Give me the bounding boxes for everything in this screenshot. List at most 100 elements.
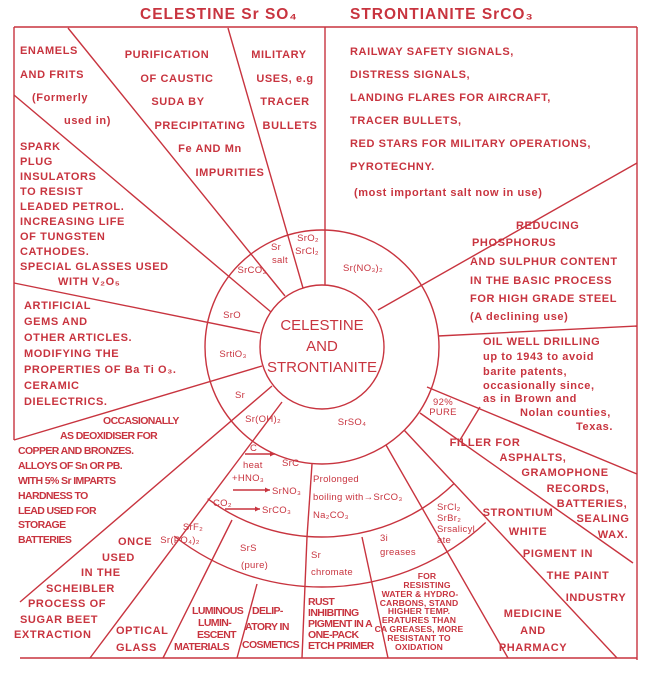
- sectors-strontium-white-line: STRONTIUM: [483, 507, 554, 519]
- divider-line: [419, 412, 634, 564]
- sectors-filler-line: FILLER FOR: [450, 437, 521, 449]
- divider-line: [236, 583, 258, 659]
- sectors-once-line: PROCESS OF: [28, 598, 106, 610]
- sectors-resisting-line: RESISTING: [403, 580, 450, 590]
- sectors-reactions-line: heat: [243, 460, 263, 471]
- sectors-spark-line: SPECIAL GLASSES USED: [20, 261, 169, 273]
- sectors-srf2-line: SrF₂: [183, 522, 203, 533]
- sectors-prolonged-line: Na₂CO₃: [313, 510, 349, 521]
- sectors-enamels-line: AND FRITS: [20, 69, 84, 81]
- sectors-resisting-line: WATER & HYDRO-: [382, 589, 459, 599]
- sectors-resisting-line: ERATURES THAN: [382, 615, 456, 625]
- sectors-occasionally-line: AS DEOXIDISER FOR: [60, 430, 158, 442]
- sectors-purification-line: Fe AND Mn: [178, 143, 242, 155]
- sectors-optical-line: OPTICAL: [116, 625, 168, 637]
- divider-line: [426, 386, 638, 475]
- sectors-oil-line: occasionally since,: [483, 380, 595, 392]
- divider-line: [403, 429, 618, 659]
- sectors-enamels-line: used in): [64, 115, 111, 127]
- sectors-srs-line: SrS: [240, 543, 257, 554]
- sectors-purification-line: OF CAUSTIC: [140, 73, 213, 85]
- arc-middle: [207, 483, 455, 538]
- sectors-oil-line: barite patents,: [483, 366, 567, 378]
- ring-sr-salt-line: Sr: [271, 242, 281, 253]
- sectors-artificial-line: GEMS AND: [24, 316, 88, 328]
- ring-sro2-srcl2-line: SrO₂: [297, 233, 319, 244]
- sectors-occasionally-line: COPPER AND BRONZES.: [18, 445, 134, 457]
- sectors-luminous-line: LUMIN-: [198, 617, 232, 629]
- sectors-spark-line: WITH V₂O₅: [58, 276, 120, 288]
- sectors-artificial-line: PROPERTIES OF Ba Ti O₃.: [24, 364, 177, 376]
- arrowhead-icon: [265, 487, 270, 493]
- sectors-delip-line: DELIP-: [252, 605, 284, 617]
- sectors-railway-line: TRACER BULLETS,: [350, 115, 462, 127]
- divider-line: [67, 27, 286, 297]
- divider-line: [89, 401, 283, 659]
- ring-srco3-line: SrCO₃: [237, 265, 266, 276]
- sectors-military-line: USES, e.g: [256, 73, 313, 85]
- title-right: STRONTIANITE SrCO₃: [350, 6, 534, 23]
- sectors-once-line: SCHEIBLER: [46, 583, 115, 595]
- diagram-texts: CELESTINE Sr SO₄ STRONTIANITE SrCO₃ CELEST…: [14, 6, 629, 654]
- sectors-purification-line: IMPURITIES: [196, 167, 265, 179]
- sectors-reactions-line: SrNO₃: [272, 486, 301, 497]
- sectors-strontium-white-line: WHITE: [509, 526, 547, 538]
- title-left: CELESTINE Sr SO₄: [140, 6, 298, 23]
- sectors-reducing-line: (A declining use): [470, 311, 568, 323]
- sectors-delip-line: ATORY IN: [245, 621, 289, 633]
- sectors-optical-line: GLASS: [116, 642, 157, 654]
- sectors-filler-line: BATTERIES,: [557, 498, 628, 510]
- sectors-spark-line: INCREASING LIFE: [20, 216, 125, 228]
- sectors-srf2-line: Sr(PO₄)₂: [160, 535, 200, 546]
- sectors-filler-line: SEALING: [576, 513, 629, 525]
- sectors-occasionally-line: HARDNESS TO: [18, 490, 88, 502]
- divider-line: [361, 536, 389, 659]
- sectors-spark-line: LEADED PETROL.: [20, 201, 124, 213]
- sectors-filler-line: RECORDS,: [547, 483, 610, 495]
- ring-srso4-line: SrSO₄: [338, 417, 367, 428]
- sectors-railway-line: (most important salt now in use): [354, 187, 543, 199]
- sectors-chromate-line: chromate: [311, 567, 353, 578]
- divider-line: [459, 406, 481, 441]
- divider-line: [19, 385, 273, 603]
- sectors-strontium-white-line: THE PAINT: [547, 570, 610, 582]
- sectors-srcl2-line: SrBr₂: [437, 513, 461, 524]
- outer-ring: [204, 229, 440, 465]
- sectors-artificial-line: ARTIFICIAL: [24, 300, 91, 312]
- sectors-prolonged-line: Prolonged: [313, 474, 359, 485]
- sectors-srcl2-line: SrCl₂: [437, 502, 461, 513]
- sectors-resisting-line: HIGHER TEMP.: [388, 606, 450, 616]
- sectors-railway-line: RAILWAY SAFETY SIGNALS,: [350, 46, 514, 58]
- sectors-spark-line: CATHODES.: [20, 246, 89, 258]
- sectors-spark-line: SPARK: [20, 141, 61, 153]
- divider-line: [13, 94, 272, 313]
- diagram-lines: [13, 26, 638, 660]
- sectors-once-line: SUGAR BEET: [20, 614, 98, 626]
- sectors-oil-line: as in Brown and: [483, 393, 577, 405]
- sectors-reactions-line: C: [250, 443, 257, 454]
- sectors-spark-line: INSULATORS: [20, 171, 97, 183]
- ring-srtio3-line: SrtiO₃: [219, 349, 246, 360]
- sectors-military-line: BULLETS: [263, 120, 318, 132]
- center-line: CELESTINE: [280, 317, 363, 334]
- sectors-prolonged-line: boiling with→SrCO₃: [313, 492, 403, 503]
- sectors-purification-line: SUDA BY: [151, 96, 204, 108]
- divider-line: [377, 162, 638, 311]
- sectors-once-line: EXTRACTION: [14, 629, 92, 641]
- sectors-oil-line: Texas.: [576, 421, 613, 433]
- sectors-once-line: USED: [102, 552, 135, 564]
- sectors-railway-line: PYROTECHNY.: [350, 161, 435, 173]
- center-line: AND: [306, 338, 338, 355]
- sectors-military-line: TRACER: [260, 96, 309, 108]
- sectors-resisting-line: OXIDATION: [395, 642, 443, 652]
- sectors-luminous-line: MATERIALS: [174, 641, 230, 653]
- sectors-reducing-line: FOR HIGH GRADE STEEL: [470, 293, 617, 305]
- sectors-srcl2-line: ate: [437, 535, 451, 546]
- divider-line: [13, 365, 263, 441]
- sectors-resisting-line: CA GREASES, MORE: [375, 624, 464, 634]
- sectors-medicine-line: MEDICINE: [504, 608, 563, 620]
- divider-line: [13, 282, 261, 334]
- sectors-enamels-line: (Formerly: [32, 92, 88, 104]
- sectors-enamels-line: ENAMELS: [20, 45, 78, 57]
